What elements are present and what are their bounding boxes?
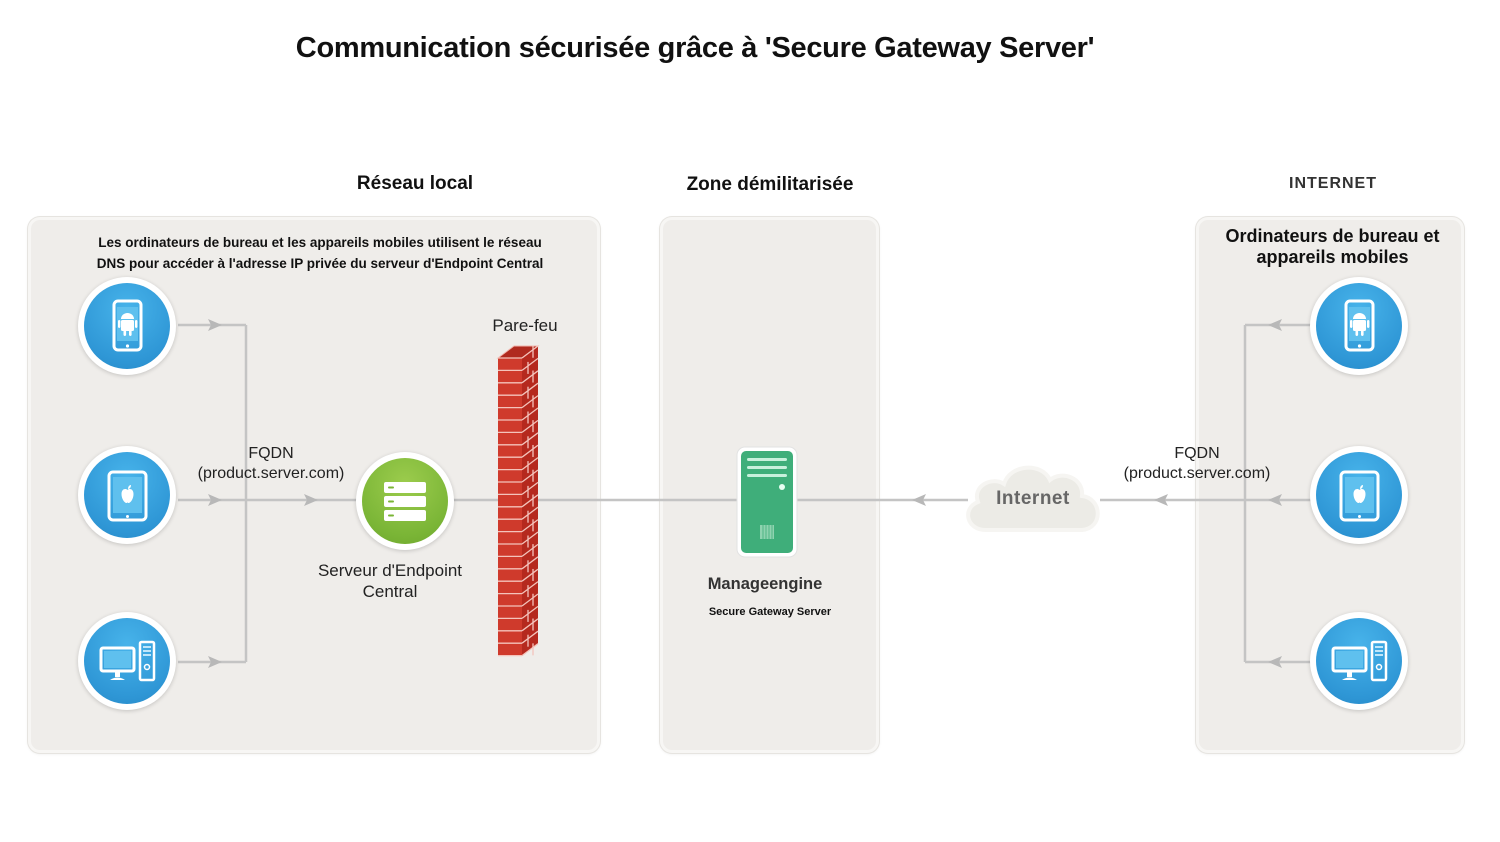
internet-device-apple-tablet[interactable] bbox=[1310, 446, 1408, 544]
firewall-brick-line bbox=[521, 581, 539, 595]
firewall-brick-line bbox=[521, 457, 539, 471]
arrow-left bbox=[1268, 319, 1282, 331]
firewall-brick-line bbox=[521, 506, 539, 520]
arrow-left bbox=[1268, 494, 1282, 506]
firewall-brick-line bbox=[521, 395, 539, 409]
firewall-brick-line bbox=[521, 556, 539, 570]
zone-heading-local: Réseau local bbox=[356, 173, 474, 194]
android-phone-icon bbox=[112, 299, 143, 352]
arrow-left bbox=[1154, 494, 1168, 506]
gateway-name-label: Secure Gateway Server bbox=[708, 606, 832, 618]
local-device-android[interactable] bbox=[78, 277, 176, 375]
firewall-brick-line bbox=[521, 593, 539, 607]
arrow-right bbox=[208, 656, 222, 668]
internet-description: Ordinateurs de bureau et appareils mobil… bbox=[1200, 226, 1465, 268]
desktop-computer-icon bbox=[1331, 640, 1388, 682]
firewall-brick-line bbox=[521, 444, 539, 458]
internet-cloud-icon bbox=[966, 465, 1100, 532]
local-device-desktop[interactable] bbox=[78, 612, 176, 710]
endpoint-central-label-line1: Serveur d'Endpoint bbox=[317, 561, 463, 580]
local-device-apple-tablet[interactable] bbox=[78, 446, 176, 544]
internet-fqdn-title: FQDN bbox=[1174, 445, 1220, 462]
firewall-brick-line bbox=[521, 494, 539, 508]
endpoint-central-label: Serveur d'Endpoint Central bbox=[290, 560, 490, 602]
local-fqdn-label: FQDN (product.server.com) bbox=[180, 444, 362, 484]
apple-tablet-icon bbox=[107, 470, 148, 522]
internet-device-android[interactable] bbox=[1310, 277, 1408, 375]
gateway-brand-label: Manageengine bbox=[707, 575, 823, 593]
arrow-right bbox=[208, 494, 222, 506]
arrow-left bbox=[1268, 656, 1282, 668]
internet-fqdn-value: (product.server.com) bbox=[1123, 465, 1271, 482]
local-fqdn-value: (product.server.com) bbox=[197, 465, 345, 482]
firewall-icon bbox=[496, 345, 540, 657]
zone-heading-dmz: Zone démilitarisée bbox=[686, 174, 854, 195]
internet-cloud-label: Internet bbox=[996, 488, 1070, 509]
firewall-label: Pare-feu bbox=[492, 316, 558, 335]
local-fqdn-title: FQDN bbox=[248, 445, 294, 462]
diagram-title: Communication sécurisée grâce à 'Secure … bbox=[295, 32, 1095, 64]
arrow-left bbox=[912, 494, 926, 506]
internet-description-line1: Ordinateurs de bureau et bbox=[1225, 226, 1440, 246]
firewall-brick-line bbox=[521, 643, 539, 657]
firewall-brick-line bbox=[521, 469, 539, 483]
firewall-brick-line bbox=[521, 382, 539, 396]
local-description-line2: DNS pour accéder à l'adresse IP privée d… bbox=[96, 256, 544, 271]
local-description-line1: Les ordinateurs de bureau et les apparei… bbox=[98, 235, 542, 250]
firewall-brick-line bbox=[521, 432, 539, 446]
firewall-brick-line bbox=[521, 519, 539, 533]
firewall-brick-line bbox=[521, 345, 539, 359]
firewall-brick-line bbox=[521, 419, 539, 433]
endpoint-central-server[interactable] bbox=[356, 452, 454, 550]
secure-gateway-server-icon[interactable] bbox=[736, 446, 798, 558]
local-description: Les ordinateurs de bureau et les apparei… bbox=[40, 232, 600, 274]
zone-heading-internet: INTERNET bbox=[1289, 175, 1377, 192]
android-phone-icon bbox=[1344, 299, 1375, 352]
firewall-brick-line bbox=[521, 605, 539, 619]
firewall-brick-line bbox=[521, 618, 539, 632]
firewall-brick-line bbox=[521, 370, 539, 384]
firewall-brick-line bbox=[521, 357, 539, 371]
internet-description-line2: appareils mobiles bbox=[1256, 247, 1409, 267]
firewall-brick-line bbox=[521, 407, 539, 421]
firewall-brick-line bbox=[521, 481, 539, 495]
internet-fqdn-label: FQDN (product.server.com) bbox=[1106, 444, 1288, 484]
server-stack-icon bbox=[384, 482, 426, 521]
arrow-right bbox=[304, 494, 318, 506]
endpoint-central-label-line2: Central bbox=[362, 582, 418, 601]
apple-tablet-icon bbox=[1339, 470, 1380, 522]
firewall-brick-line bbox=[521, 568, 539, 582]
firewall-brick-line bbox=[521, 531, 539, 545]
arrow-right bbox=[208, 319, 222, 331]
firewall-brick-line bbox=[521, 543, 539, 557]
desktop-computer-icon bbox=[99, 640, 156, 682]
internet-device-desktop[interactable] bbox=[1310, 612, 1408, 710]
firewall-brick-line bbox=[521, 630, 539, 644]
